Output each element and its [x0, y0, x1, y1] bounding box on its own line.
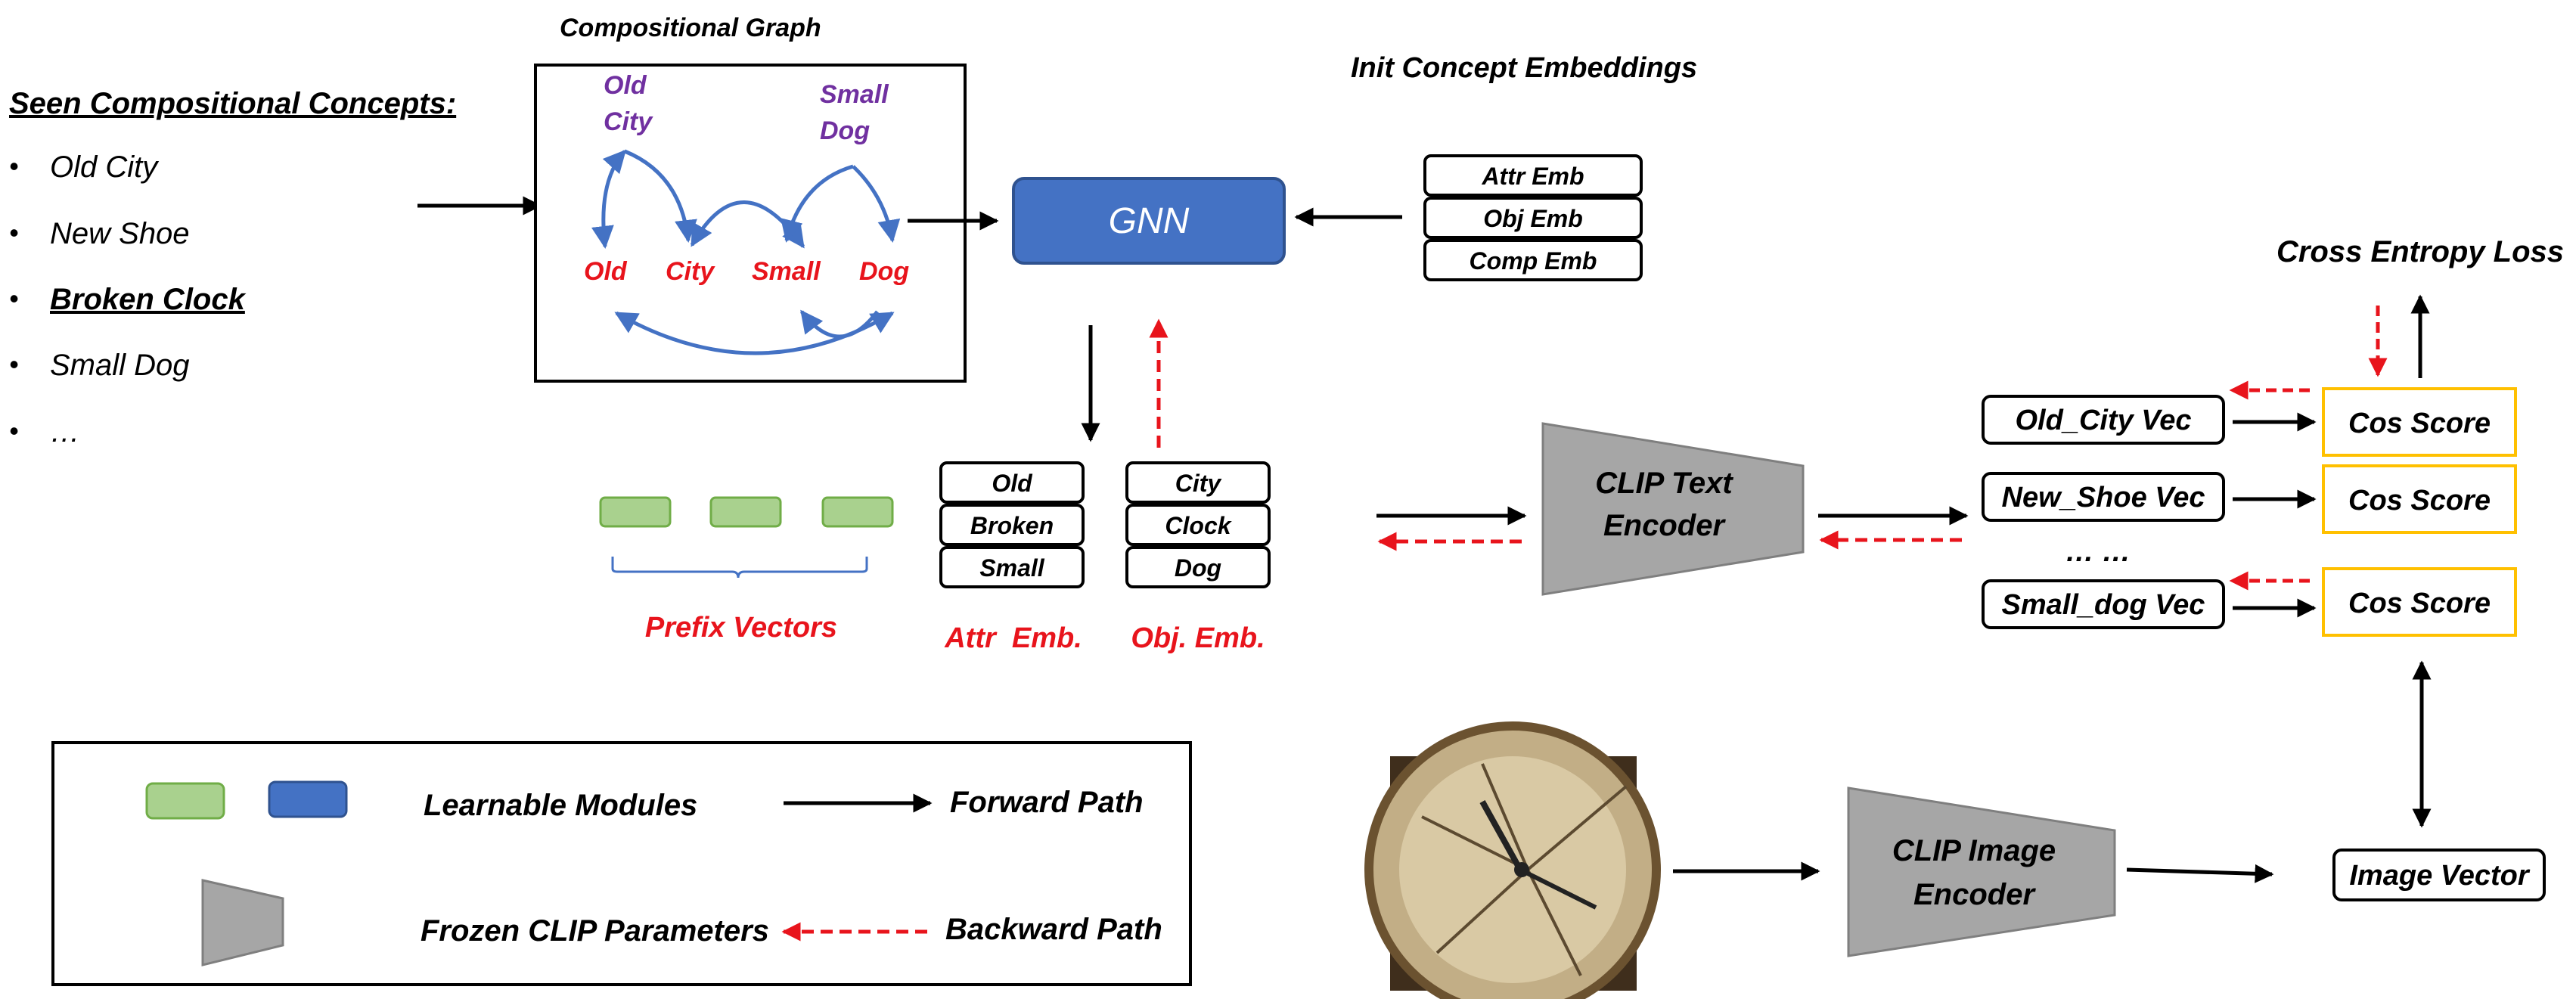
graph-edge	[781, 164, 854, 243]
legend-forward-label: Forward Path	[950, 786, 1144, 819]
cos-score-label: Cos Score	[2348, 408, 2491, 439]
graph-node-comp: Small	[820, 80, 889, 109]
gnn-label: GNN	[1109, 201, 1190, 241]
legend-learnable-green	[145, 782, 225, 820]
attr-emb-item	[939, 504, 1085, 546]
broken-clock-photo	[1364, 721, 1661, 999]
cos-score-box	[2322, 567, 2517, 637]
cos-score-box	[2322, 464, 2517, 534]
obj-emb-item-label: Clock	[1165, 512, 1232, 539]
graph-edge	[800, 309, 879, 339]
seen-concepts-title: Seen Compositional Concepts:	[9, 87, 456, 120]
obj-emb-item-label: Dog	[1175, 554, 1221, 582]
gnn-module	[1012, 177, 1286, 265]
concept-item: Small Dog	[50, 349, 190, 382]
attr-emb-label: Attr Emb.	[944, 622, 1082, 654]
graph-box	[534, 64, 967, 383]
legend-frozen-label: Frozen CLIP Parameters	[421, 914, 769, 948]
text-encoder-line1: CLIP Text	[1595, 467, 1733, 500]
concept-item: New Shoe	[50, 217, 190, 250]
image-vector-box	[2332, 849, 2546, 901]
init-emb-item	[1423, 239, 1643, 281]
text-vector-label: Old_City Vec	[2015, 405, 2191, 436]
clip-text-encoder	[1541, 422, 1805, 596]
attr-emb-item-label: Old	[992, 470, 1033, 497]
graph-node-prim: Dog	[859, 257, 909, 286]
graph-title: Compositional Graph	[560, 14, 821, 42]
loss-label: Cross Entropy Loss	[2277, 235, 2564, 268]
graph-node-prim: City	[666, 257, 715, 286]
attr-emb-item-label: Broken	[970, 512, 1054, 539]
text-encoder-line2: Encoder	[1603, 509, 1726, 542]
image-encoder-line1: CLIP Image	[1892, 834, 2056, 867]
legend-frozen-shape	[201, 879, 284, 966]
concept-item: Old City	[50, 150, 160, 184]
cos-score-label: Cos Score	[2348, 485, 2491, 517]
init-emb-item-label: Obj Emb	[1483, 205, 1583, 232]
concept-item: …	[50, 415, 80, 448]
vectors-ellipsis: … …	[2065, 536, 2131, 568]
image-vector-label: Image Vector	[2349, 860, 2530, 892]
bullet: •	[9, 217, 19, 248]
obj-emb-item-label: City	[1175, 470, 1223, 497]
seen-concepts: Seen Compositional Concepts: • Old City …	[9, 87, 456, 448]
prefix-vector	[821, 496, 894, 528]
text-vector-box	[1982, 472, 2225, 522]
graph-node-comp: Old	[604, 71, 647, 100]
attr-emb-item	[939, 461, 1085, 504]
prefix-brace	[611, 557, 868, 579]
graph-node-comp: Dog	[820, 116, 870, 145]
prefix-label: Prefix Vectors	[645, 612, 837, 644]
legend-learnable-label: Learnable Modules	[424, 789, 697, 822]
graph-node-prim: Small	[752, 257, 821, 286]
init-emb-item	[1423, 197, 1643, 239]
text-vector-box	[1982, 579, 2225, 629]
graph-node-prim: Old	[584, 257, 628, 286]
init-emb-item-label: Attr Emb	[1481, 163, 1584, 190]
attr-emb-item	[939, 546, 1085, 588]
graph-node-comp: City	[604, 107, 653, 136]
clip-image-encoder	[1847, 786, 2116, 957]
bullet: •	[9, 150, 19, 181]
bullet: •	[9, 349, 19, 380]
cos-score-box	[2322, 387, 2517, 457]
attr-emb-item-label: Small	[979, 554, 1044, 582]
obj-emb-item	[1125, 546, 1271, 588]
bullet: •	[9, 283, 19, 314]
prefix-vector	[599, 496, 672, 528]
legend-learnable-blue	[268, 780, 348, 818]
prefix-vector	[709, 496, 782, 528]
graph-edge	[591, 149, 627, 249]
bullet: •	[9, 415, 19, 446]
graph-edge	[624, 149, 697, 243]
obj-emb-label: Obj. Emb.	[1131, 622, 1265, 654]
image-encoder-line2: Encoder	[1913, 878, 2036, 911]
init-emb-title: Init Concept Embeddings	[1351, 52, 1697, 84]
legend-backward-label: Backward Path	[945, 913, 1162, 946]
graph-edges	[591, 149, 901, 355]
text-vector-label: Small_dog Vec	[2002, 589, 2205, 621]
arrow-image-encoder-to-vector	[2126, 864, 2274, 883]
graph-edge	[852, 165, 901, 243]
text-vector-label: New_Shoe Vec	[2002, 482, 2205, 513]
obj-emb-item	[1125, 461, 1271, 504]
cos-score-label: Cos Score	[2348, 588, 2491, 619]
concept-item-highlighted: Broken Clock	[50, 283, 247, 316]
text-vector-box	[1982, 395, 2225, 445]
init-emb-item	[1423, 154, 1643, 197]
obj-emb-item	[1125, 504, 1271, 546]
init-emb-item-label: Comp Emb	[1470, 247, 1597, 275]
